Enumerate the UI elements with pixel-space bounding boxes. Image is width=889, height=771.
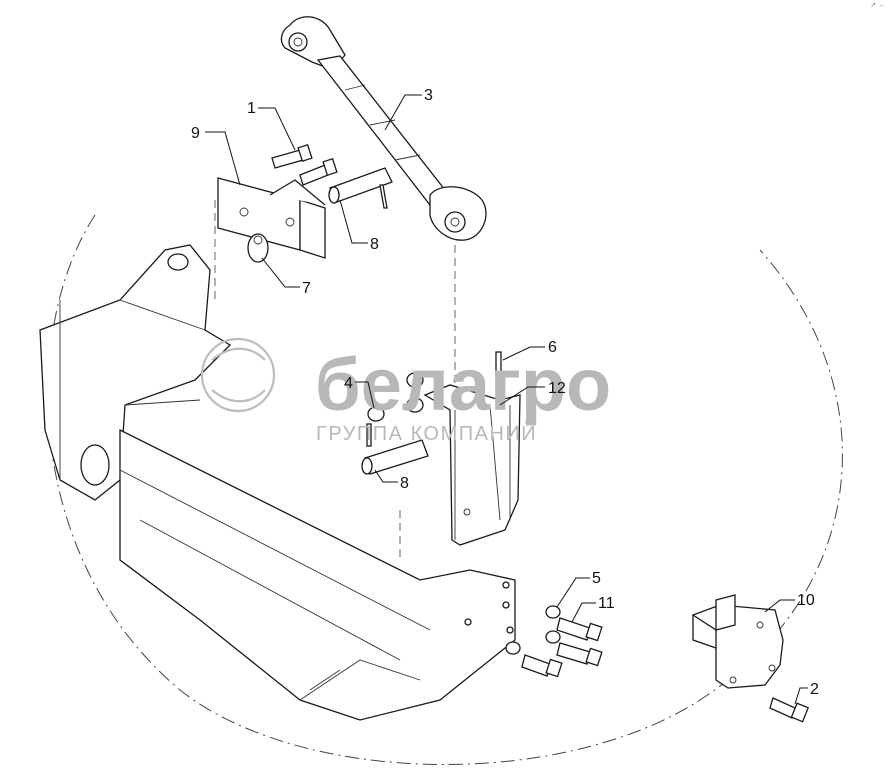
- callout-11: 11: [598, 595, 615, 612]
- pin-part-8-lower: [361, 423, 429, 475]
- top-link-part-3: [280, 16, 487, 241]
- hitch-plate-part-12: [423, 384, 521, 546]
- nuts-part-4: [367, 372, 424, 422]
- callout-3: 3: [424, 87, 433, 104]
- bolts-part-1: [271, 143, 338, 186]
- bolt-part-2: [769, 697, 810, 723]
- callout-10: 10: [797, 592, 815, 609]
- callout-4: 4: [344, 375, 353, 392]
- callout-12: 12: [548, 380, 566, 397]
- corner-mark: ↗ ↔: [870, 2, 885, 9]
- washers-part-5: [505, 605, 561, 655]
- bracket-part-9: [217, 177, 326, 259]
- callout-8-lower: 8: [400, 475, 409, 492]
- bolts-part-11: [521, 617, 603, 678]
- watermark-logo-mark: [200, 337, 276, 413]
- pin-part-8-upper: [328, 167, 393, 209]
- callout-7: 7: [302, 280, 311, 297]
- lynch-pin-part-7: [247, 233, 269, 263]
- spring-pin-part-6: [495, 351, 502, 377]
- watermark-brand: белагро: [315, 343, 611, 426]
- watermark: белагро ГРУППА КОМПАНИЙ: [200, 337, 611, 445]
- callout-1: 1: [247, 100, 256, 117]
- watermark-tagline: ГРУППА КОМПАНИЙ: [316, 421, 537, 445]
- callout-8-upper: 8: [370, 236, 379, 253]
- callout-labels: 1 2 3 4 5 6 7 8 8 9 10 11 12: [191, 87, 819, 698]
- tractor-frame: [39, 200, 516, 721]
- callout-2: 2: [810, 681, 819, 698]
- callout-9: 9: [191, 125, 200, 142]
- callout-5: 5: [592, 570, 601, 587]
- leader-lines: [205, 94, 808, 705]
- plate-part-10: [691, 594, 784, 689]
- callout-6: 6: [548, 339, 557, 356]
